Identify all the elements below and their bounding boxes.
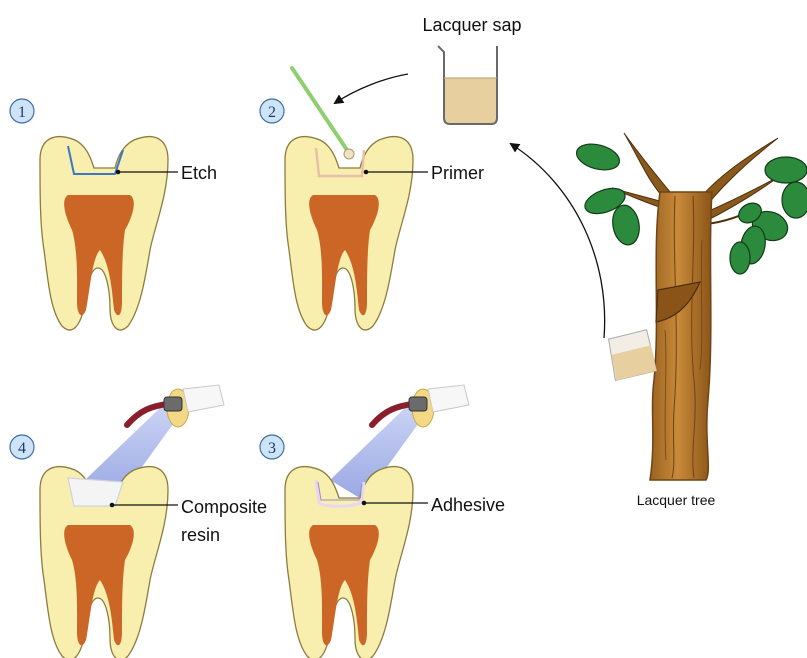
- step-4-number: 4: [18, 440, 26, 457]
- step-1-number: 1: [18, 104, 26, 121]
- step-3-group: 3 Adhesive: [260, 385, 505, 658]
- step-2-badge: 2: [260, 99, 284, 123]
- curing-light-icon: [372, 385, 469, 427]
- tree-trunk: [650, 192, 712, 480]
- composite-resin-fill: [68, 478, 123, 506]
- tooth-3: [285, 467, 413, 658]
- step-4-badge: 4: [10, 435, 34, 459]
- lacquer-tree-group: Lacquer tree: [574, 133, 807, 508]
- tooth-1: [40, 137, 168, 330]
- arrow-sap-to-primer: [335, 74, 408, 103]
- etch-label: Etch: [181, 163, 217, 183]
- composite-label-line-2: resin: [181, 525, 220, 545]
- step-3-badge: 3: [260, 435, 284, 459]
- arrow-tree-to-sap: [511, 144, 605, 338]
- primer-label: Primer: [431, 163, 484, 183]
- sap-collection-cup-icon: [608, 329, 657, 381]
- curing-light-icon: [127, 385, 224, 427]
- tooth-2: [285, 137, 413, 330]
- lacquer-sap-group: Lacquer sap: [422, 15, 521, 124]
- composite-label-line-1: Composite: [181, 497, 267, 517]
- lacquer-sap-label: Lacquer sap: [422, 15, 521, 35]
- step-2-number: 2: [268, 104, 276, 121]
- step-3-number: 3: [268, 440, 276, 457]
- step-1-group: 1 Etch: [10, 99, 217, 330]
- beaker-icon: [438, 46, 497, 124]
- step-4-group: 4 Composite resin: [10, 385, 267, 658]
- lacquer-tree-label: Lacquer tree: [637, 492, 716, 508]
- step-1-badge: 1: [10, 99, 34, 123]
- adhesive-label: Adhesive: [431, 495, 505, 515]
